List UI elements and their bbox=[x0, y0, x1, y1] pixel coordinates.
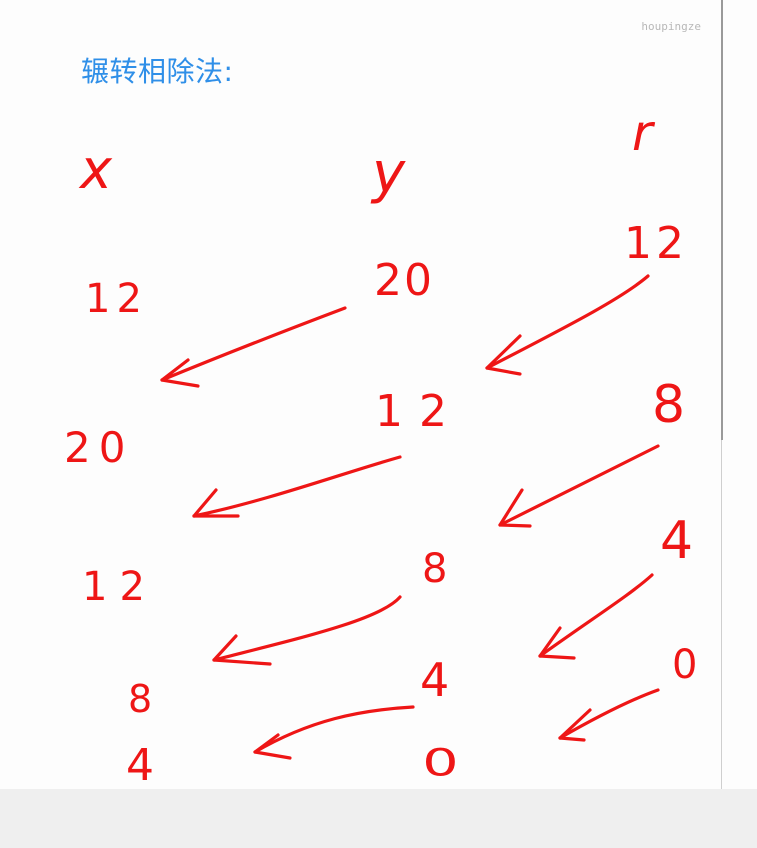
handwritten-diagram: x y r 12 20 12 8 4 20 12 8 4 0 12 8 4 0 bbox=[64, 104, 697, 789]
x-value-5: 4 bbox=[126, 740, 154, 789]
y-value-2: 12 bbox=[375, 386, 463, 437]
r-value-1: 12 bbox=[624, 218, 688, 269]
arrow-r-to-y-4 bbox=[558, 688, 660, 742]
arrow-y-to-x-3 bbox=[212, 595, 402, 666]
scrollbar-thumb[interactable] bbox=[721, 0, 723, 440]
r-value-3: 4 bbox=[660, 511, 693, 571]
y-value-5: 0 bbox=[422, 742, 458, 785]
x-value-2: 20 bbox=[64, 423, 133, 472]
watermark: houpingze bbox=[641, 20, 701, 33]
arrow-r-to-y-3 bbox=[538, 573, 654, 660]
y-value-1: 20 bbox=[374, 255, 434, 306]
scrollbar-track[interactable] bbox=[722, 0, 757, 789]
header-r: r bbox=[632, 104, 656, 162]
arrow-r-to-y-1 bbox=[485, 274, 650, 376]
canvas-page: houpingze 辗转相除法: x y r 12 20 12 8 4 20 1… bbox=[64, 20, 701, 789]
arrow-r-to-y-2 bbox=[498, 444, 660, 528]
header-y: y bbox=[370, 141, 406, 206]
header-x: x bbox=[78, 138, 113, 201]
arrow-y-to-x-4 bbox=[253, 705, 415, 760]
x-value-1: 12 bbox=[85, 276, 148, 322]
y-value-3: 8 bbox=[422, 546, 447, 592]
diagram-title: 辗转相除法: bbox=[81, 55, 234, 88]
bottom-margin bbox=[0, 789, 757, 848]
r-value-4: 0 bbox=[672, 642, 697, 688]
arrow-y-to-x-1 bbox=[160, 306, 347, 388]
x-value-4: 8 bbox=[128, 677, 152, 721]
r-value-2: 8 bbox=[652, 375, 685, 435]
arrow-y-to-x-2 bbox=[192, 455, 402, 518]
x-value-3: 12 bbox=[82, 564, 157, 610]
y-value-4: 4 bbox=[420, 653, 449, 707]
